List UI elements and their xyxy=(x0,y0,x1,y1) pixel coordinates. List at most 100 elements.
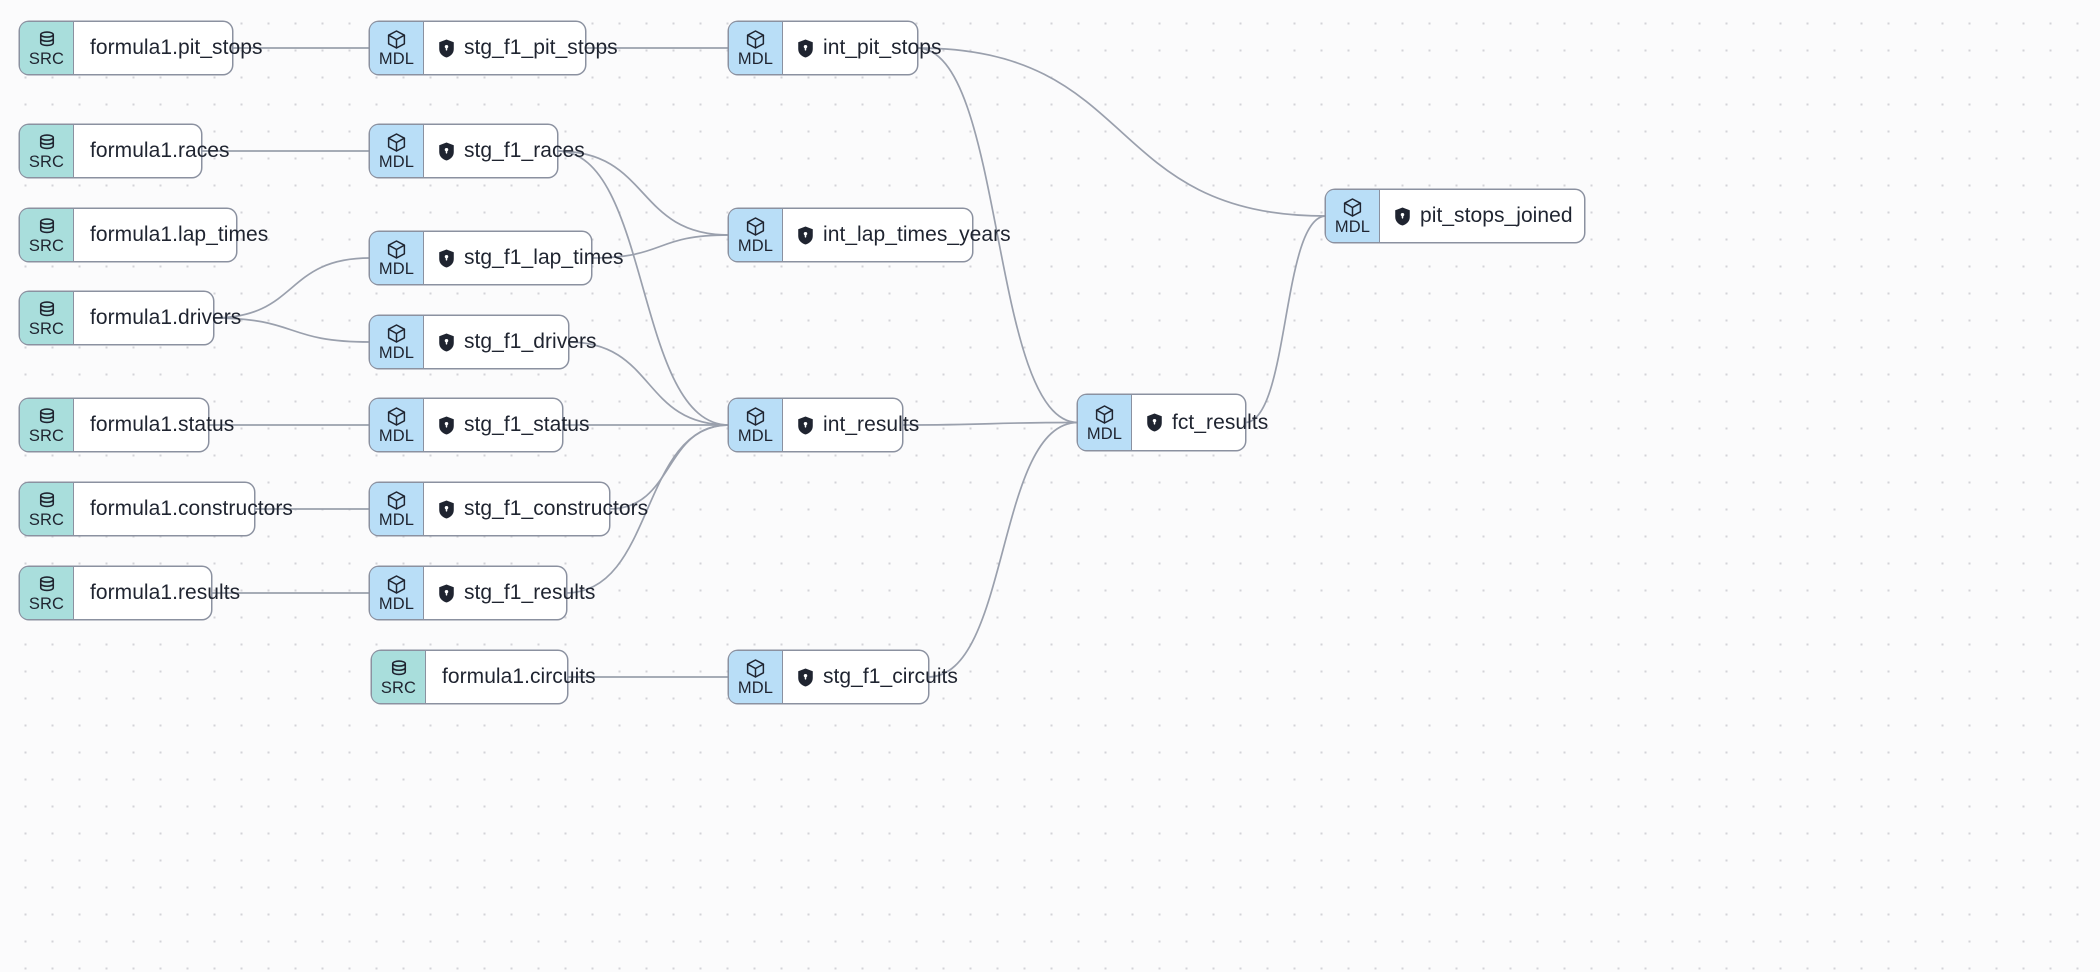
node-label: formula1.circuits xyxy=(442,665,596,688)
shield-lock-icon xyxy=(797,415,814,435)
node-label: stg_f1_circuits xyxy=(823,665,958,688)
node-label: formula1.drivers xyxy=(90,306,242,329)
cube-icon xyxy=(1342,197,1363,218)
badge-label: SRC xyxy=(28,594,65,613)
graph-node-src_lap_times[interactable]: SRC formula1.lap_times xyxy=(20,209,268,261)
node-body: stg_f1_pit_stops xyxy=(424,22,634,74)
badge-label: MDL xyxy=(1334,218,1371,237)
cube-icon xyxy=(386,323,407,344)
database-cylinder-icon xyxy=(37,491,57,511)
badge-label: MDL xyxy=(378,427,415,446)
node-body: int_pit_stops xyxy=(783,22,958,74)
model-badge: MDL xyxy=(370,567,424,619)
node-body: int_lap_times_years xyxy=(783,209,1027,261)
node-label: int_pit_stops xyxy=(823,36,942,59)
badge-label: MDL xyxy=(378,511,415,530)
database-cylinder-icon xyxy=(37,407,57,427)
source-badge: SRC xyxy=(20,209,74,261)
graph-node-stg_constructors[interactable]: MDL stg_f1_constructors xyxy=(370,483,648,535)
model-badge: MDL xyxy=(1326,190,1380,242)
graph-node-src_circuits[interactable]: SRC formula1.circuits xyxy=(372,651,596,703)
graph-node-stg_circuits[interactable]: MDL stg_f1_circuits xyxy=(729,651,958,703)
source-badge: SRC xyxy=(20,125,74,177)
graph-node-stg_races[interactable]: MDL stg_f1_races xyxy=(370,125,585,177)
node-body: formula1.drivers xyxy=(74,292,257,344)
node-body: stg_f1_lap_times xyxy=(424,232,640,284)
node-label: formula1.status xyxy=(90,413,235,436)
shield-lock-icon xyxy=(1394,206,1411,226)
cube-icon xyxy=(386,406,407,427)
database-cylinder-icon xyxy=(37,217,57,237)
node-label: stg_f1_races xyxy=(464,139,585,162)
shield-lock-icon xyxy=(797,225,814,245)
graph-node-stg_results[interactable]: MDL stg_f1_results xyxy=(370,567,595,619)
badge-label: MDL xyxy=(378,153,415,172)
node-label: formula1.pit_stops xyxy=(90,36,263,59)
badge-label: SRC xyxy=(380,678,417,697)
badge-label: SRC xyxy=(28,236,65,255)
database-cylinder-icon xyxy=(37,30,57,50)
node-label: stg_f1_status xyxy=(464,413,590,436)
cube-icon xyxy=(1094,404,1115,425)
cube-icon xyxy=(745,29,766,50)
badge-label: MDL xyxy=(378,50,415,69)
shield-lock-icon xyxy=(438,499,455,519)
graph-node-int_pit_stops[interactable]: MDL int_pit_stops xyxy=(729,22,942,74)
cube-icon xyxy=(386,132,407,153)
database-cylinder-icon xyxy=(37,300,57,320)
model-badge: MDL xyxy=(370,232,424,284)
graph-edge-int_pit_stops-to-pit_stops_joined xyxy=(916,47,1327,217)
graph-node-src_status[interactable]: SRC formula1.status xyxy=(20,399,234,451)
database-cylinder-icon xyxy=(37,575,57,595)
source-badge: SRC xyxy=(20,567,74,619)
shield-lock-icon xyxy=(797,667,814,687)
graph-node-stg_status[interactable]: MDL stg_f1_status xyxy=(370,399,590,451)
shield-lock-icon xyxy=(438,332,455,352)
graph-edge-stg_races-to-int_results xyxy=(556,150,730,426)
badge-label: MDL xyxy=(737,50,774,69)
badge-label: MDL xyxy=(378,344,415,363)
node-body: formula1.races xyxy=(74,125,246,177)
badge-label: SRC xyxy=(28,426,65,445)
graph-edge-fct_results-to-pit_stops_joined xyxy=(1244,215,1327,424)
model-badge: MDL xyxy=(1078,395,1132,450)
badge-label: MDL xyxy=(1086,424,1123,443)
node-label: fct_results xyxy=(1172,410,1269,434)
graph-node-fct_results[interactable]: MDL fct_results xyxy=(1078,395,1268,450)
node-label: stg_f1_constructors xyxy=(464,497,649,520)
model-badge: MDL xyxy=(370,125,424,177)
node-body: formula1.lap_times xyxy=(74,209,284,261)
node-label: formula1.lap_times xyxy=(90,223,269,246)
node-body: stg_f1_results xyxy=(424,567,611,619)
graph-node-src_pit_stops[interactable]: SRC formula1.pit_stops xyxy=(20,22,262,74)
database-cylinder-icon xyxy=(389,659,409,679)
model-badge: MDL xyxy=(370,399,424,451)
badge-label: MDL xyxy=(737,679,774,698)
node-body: formula1.status xyxy=(74,399,250,451)
node-body: formula1.constructors xyxy=(74,483,309,535)
cube-icon xyxy=(386,574,407,595)
badge-label: SRC xyxy=(28,49,65,68)
node-label: stg_f1_results xyxy=(464,581,596,604)
node-body: formula1.pit_stops xyxy=(74,22,279,74)
database-cylinder-icon xyxy=(37,133,57,153)
node-body: fct_results xyxy=(1132,395,1284,450)
model-badge: MDL xyxy=(729,651,783,703)
node-body: stg_f1_status xyxy=(424,399,606,451)
model-badge: MDL xyxy=(370,483,424,535)
model-badge: MDL xyxy=(729,209,783,261)
shield-lock-icon xyxy=(438,248,455,268)
model-badge: MDL xyxy=(729,22,783,74)
node-body: stg_f1_constructors xyxy=(424,483,664,535)
